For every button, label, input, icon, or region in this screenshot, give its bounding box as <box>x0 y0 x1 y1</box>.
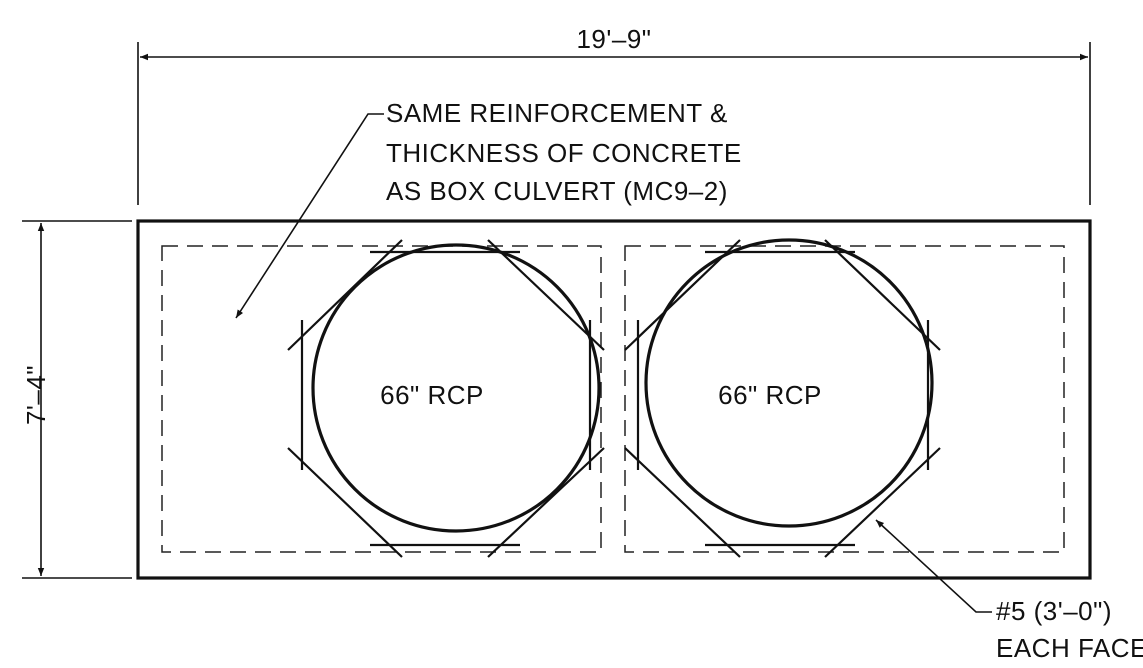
bar-note: #5 (3'–0") EACH FACE <box>875 519 1143 663</box>
right-pipe-label: 66" RCP <box>718 380 822 410</box>
bar-note-line-1: #5 (3'–0") <box>996 596 1112 626</box>
height-dimension-label: 7'–4" <box>21 365 51 425</box>
height-dimension: 7'–4" <box>21 220 132 579</box>
box-outline <box>136 219 1092 580</box>
left-pipe-group: 66" RCP <box>287 239 605 558</box>
left-pipe-circle <box>311 243 601 533</box>
right-pipe-group: 66" RCP <box>624 238 941 558</box>
left-pipe-reinforcement <box>287 239 605 558</box>
width-dimension: 19'–9" <box>137 24 1091 205</box>
right-cell-dashed-outline <box>624 245 1065 553</box>
bar-leader-arrow <box>875 519 992 613</box>
left-pipe-label: 66" RCP <box>380 380 484 410</box>
reinforcement-note: SAME REINFORCEMENT & THICKNESS OF CONCRE… <box>235 98 742 319</box>
reinforcement-note-line-2: THICKNESS OF CONCRETE <box>386 138 742 168</box>
reinforcement-leader-arrow <box>235 113 384 319</box>
left-cell-dashed-outline <box>161 245 602 553</box>
reinforcement-note-line-1: SAME REINFORCEMENT & <box>386 98 728 128</box>
reinforcement-note-line-3: AS BOX CULVERT (MC9–2) <box>386 176 728 206</box>
right-pipe-reinforcement <box>624 239 941 558</box>
width-dimension-label: 19'–9" <box>576 24 651 54</box>
bar-note-line-2: EACH FACE <box>996 633 1143 663</box>
right-pipe-circle <box>644 238 934 528</box>
